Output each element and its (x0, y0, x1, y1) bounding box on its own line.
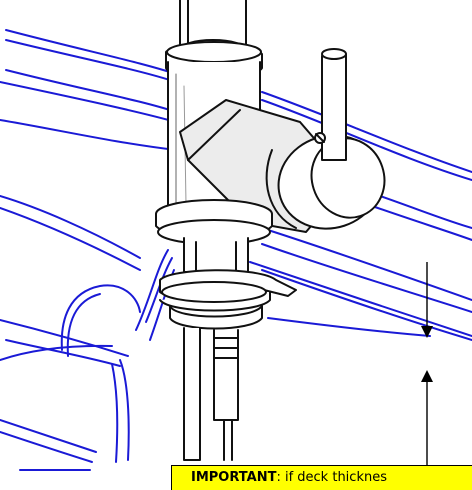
sink-deck-outline (0, 29, 472, 471)
important-callout: IMPORTANT: if deck thicknes (171, 465, 472, 490)
deck-thickness-arrows (421, 262, 433, 466)
callout-text: : if deck thicknes (276, 470, 387, 485)
callout-label: IMPORTANT (191, 470, 277, 485)
faucet-body (155, 0, 386, 461)
